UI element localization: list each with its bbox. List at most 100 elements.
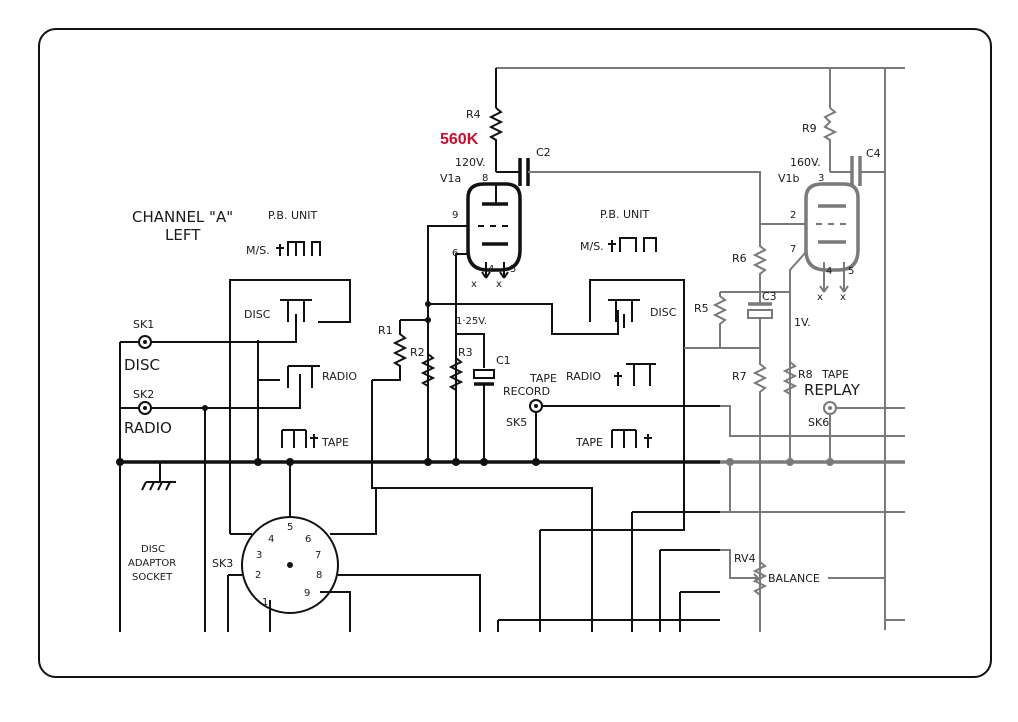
routed-wire-d-right (720, 549, 750, 579)
din-pin-8: 8 (316, 570, 322, 581)
channel-title: CHANNEL "A" (132, 208, 233, 226)
v1a-label: V1a (440, 172, 461, 185)
pb-unit-right-label: P.B. UNIT (600, 208, 649, 221)
din-wire-long (376, 487, 593, 632)
sk2-label: SK2 (133, 388, 154, 401)
c1-plate-a (473, 369, 495, 379)
sk2-pin (143, 406, 147, 410)
r8-resistor (782, 361, 798, 395)
din-pin-2: 2 (255, 570, 261, 581)
disc-switch-left-label: DISC (244, 308, 271, 321)
rv4-wiper (750, 573, 760, 583)
din-center (287, 562, 293, 568)
din-pin-4: 4 (268, 534, 274, 545)
disc-adaptor-label-2: ADAPTOR (128, 558, 176, 569)
r9-resistor (822, 107, 838, 172)
junction (452, 458, 460, 466)
heater-pin5 (499, 262, 509, 279)
radio-switch-right-label: RADIO (566, 370, 601, 383)
r6-label: R6 (732, 252, 747, 265)
disc-switch-left (280, 299, 312, 330)
sk6-label: SK6 (808, 416, 829, 429)
pin2-label: 2 (790, 210, 796, 221)
disc-adaptor-label-3: SOCKET (132, 572, 173, 583)
r4-label: R4 (466, 108, 481, 121)
v1b-label: V1b (778, 172, 800, 185)
junction (425, 301, 431, 307)
disc-switch-right (608, 299, 640, 328)
channel-subtitle: LEFT (165, 226, 201, 244)
c4-label: C4 (866, 147, 881, 160)
c1-label: C1 (496, 354, 511, 367)
r1-resistor (372, 320, 408, 381)
r3-resistor (448, 357, 464, 391)
v1-label: 1V. (794, 316, 811, 329)
pin5b-label: 5 (848, 266, 854, 277)
x4-label: x (840, 292, 846, 303)
c1-top-wire (456, 333, 485, 368)
heater-pin4 (481, 262, 491, 279)
tape-switch-right-label: TAPE (575, 436, 603, 449)
r8-label: R8 (798, 368, 813, 381)
din-wire-8 (338, 574, 481, 632)
disc-switch-right-label: DISC (650, 306, 677, 319)
disc-label: DISC (124, 356, 160, 374)
rv4-label: RV4 (734, 552, 756, 565)
tape-replay-label-2: REPLAY (804, 381, 861, 399)
v125-label: 1·25V. (456, 316, 487, 327)
r9-label: R9 (802, 122, 817, 135)
r7-resistor (752, 348, 768, 632)
v120-label: 120V. (455, 156, 486, 169)
cathode-wire (455, 253, 468, 462)
left-unit-outline (229, 279, 351, 534)
v160-label: 160V. (790, 156, 821, 169)
din-pin-7: 7 (315, 550, 321, 561)
v1b-envelope (804, 182, 860, 272)
din-pin-5: 5 (287, 522, 293, 533)
radio-label: RADIO (124, 419, 172, 437)
x1-label: x (471, 279, 477, 290)
sk1-wire (151, 330, 297, 343)
r2-resistor (420, 353, 436, 387)
ms-left-label: M/S. (246, 244, 270, 257)
tape-record-label-2: RECORD (503, 385, 550, 398)
balance-label: BALANCE (768, 572, 820, 585)
c3-label: C3 (762, 290, 777, 303)
radio-switch-left-label: RADIO (322, 370, 357, 383)
sk2-wire (151, 388, 301, 409)
right-unit-outline (540, 279, 685, 531)
sk6-pin (828, 406, 832, 410)
pb-unit-left-label: P.B. UNIT (268, 209, 317, 222)
x3-label: x (817, 292, 823, 303)
sk5-pin (534, 404, 538, 408)
r6-resistor (752, 232, 768, 292)
din-wire-2 (227, 574, 242, 632)
heater-pin4b (819, 262, 829, 293)
r4-value-label: 560K (440, 131, 479, 148)
din-pin-3: 3 (256, 550, 262, 561)
radio-switch-left (258, 365, 320, 388)
junction (424, 458, 432, 466)
diagram-frame (38, 28, 992, 678)
sk1-label: SK1 (133, 318, 154, 331)
c3-plate-b (747, 309, 773, 319)
r5-label: R5 (694, 302, 709, 315)
din-wire-9 (320, 591, 351, 632)
pin4-label: 4 (488, 264, 494, 275)
r5-resistor (712, 292, 728, 348)
tape-replay-label-1: TAPE (821, 368, 849, 381)
radio-switch-right (614, 363, 656, 386)
rv4-resistor (752, 561, 768, 596)
tape-switch-right (611, 429, 652, 448)
din-pin-9: 9 (304, 588, 310, 599)
pin3-label: 3 (818, 173, 824, 184)
tape-record-label-1: TAPE (529, 372, 557, 385)
r3-label: R3 (458, 346, 473, 359)
earth-symbol (141, 462, 176, 491)
r2-label: R2 (410, 346, 425, 359)
r7-label: R7 (732, 370, 747, 383)
pin4b-label: 4 (826, 266, 832, 277)
c2-label: C2 (536, 146, 551, 159)
sk1-pin (143, 340, 147, 344)
